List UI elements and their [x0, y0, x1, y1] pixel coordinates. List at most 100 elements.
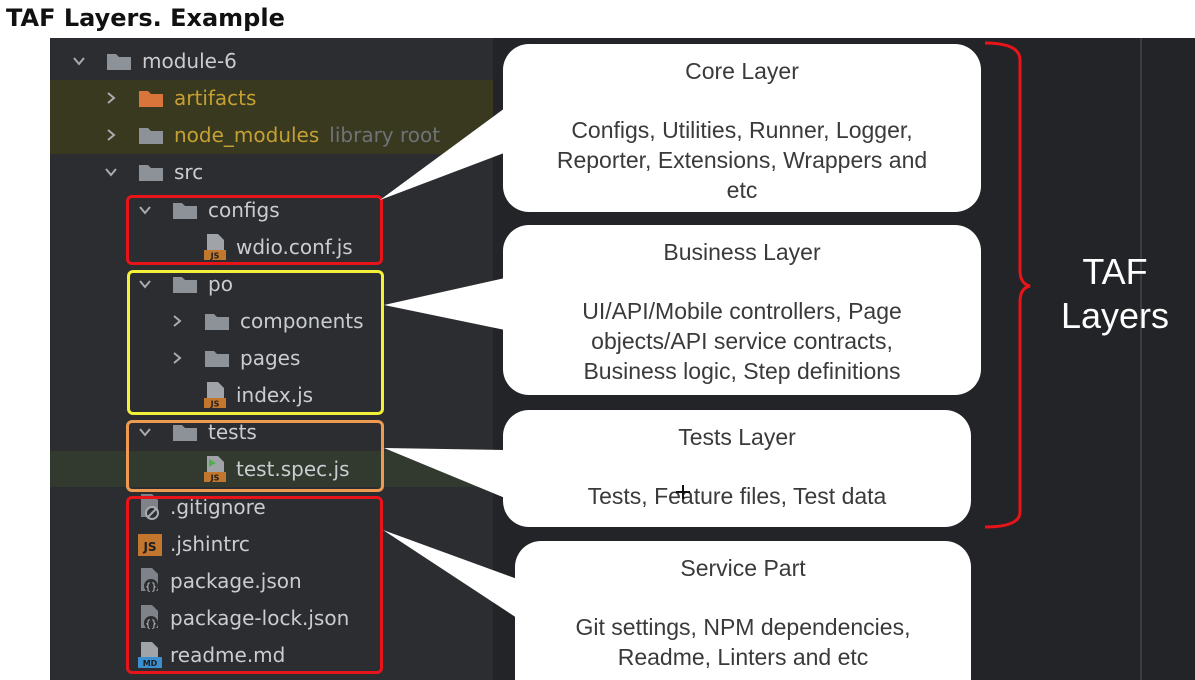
tests-layer-highlight	[126, 420, 384, 492]
folder-icon	[106, 51, 132, 71]
tree-item-node-modules[interactable]: node_modules library root	[104, 117, 440, 153]
tree-item-label: wdio.conf.js	[236, 235, 353, 259]
service-part-line: Git settings, NPM dependencies,	[575, 614, 911, 640]
folder-icon	[172, 200, 198, 220]
tests-layer-description: Tests, Feature files, Test data	[503, 481, 971, 511]
tree-item-label: readme.md	[170, 643, 286, 667]
library-root-hint: library root	[329, 123, 441, 147]
test-file-icon: JS	[204, 455, 228, 483]
svg-text:JS: JS	[142, 540, 156, 554]
taf-label-line: TAF	[1082, 251, 1148, 292]
folder-icon	[138, 125, 164, 145]
tree-item-package-lock[interactable]: {} package-lock.json	[138, 600, 349, 636]
gitignore-file-icon	[138, 493, 162, 521]
tree-item-label: module-6	[142, 49, 237, 73]
tree-item-configs[interactable]: configs	[138, 192, 280, 228]
tree-item-artifacts[interactable]: artifacts	[104, 80, 256, 116]
tree-item-readme[interactable]: MD readme.md	[138, 637, 285, 673]
svg-text:{}: {}	[145, 619, 157, 630]
folder-icon	[204, 348, 230, 368]
tests-layer-title: Tests Layer	[678, 424, 796, 450]
js-file-icon: JS	[204, 233, 228, 261]
js-file-icon: JS	[204, 381, 228, 409]
excluded-rows-background	[50, 80, 493, 154]
tree-item-src[interactable]: src	[104, 154, 203, 190]
business-layer-description: UI/API/Mobile controllers, Page objects/…	[503, 296, 981, 386]
tree-item-label: pages	[240, 346, 301, 370]
tree-item-label: artifacts	[174, 86, 257, 110]
js-config-icon: JS	[138, 530, 162, 558]
slide-title: TAF Layers. Example	[6, 4, 285, 32]
tree-item-index[interactable]: JS index.js	[204, 377, 313, 413]
tree-item-tests[interactable]: tests	[138, 414, 257, 450]
svg-text:JS: JS	[210, 400, 220, 409]
tree-item-pages[interactable]: pages	[170, 340, 300, 376]
tree-item-label: .jshintrc	[170, 532, 250, 556]
svg-text:JS: JS	[210, 252, 220, 261]
core-layer-title: Core Layer	[685, 58, 799, 84]
chevron-right-icon[interactable]	[104, 128, 118, 142]
tree-item-label: po	[208, 272, 233, 296]
tree-item-label: configs	[208, 198, 280, 222]
tree-item-label: components	[240, 309, 364, 333]
core-callout-pointer	[380, 108, 512, 200]
layers-bracket	[984, 41, 1031, 529]
tree-item-po[interactable]: po	[138, 266, 233, 302]
service-part-title: Service Part	[680, 555, 806, 581]
folder-icon	[204, 311, 230, 331]
tree-item-label: src	[174, 160, 204, 184]
core-layer-line: Reporter, Extensions, Wrappers and	[556, 147, 928, 173]
service-part-line: Readme, Linters and etc	[617, 644, 869, 670]
tree-item-label: test.spec.js	[236, 457, 350, 481]
tree-item-label: .gitignore	[170, 495, 266, 519]
chevron-down-icon[interactable]	[72, 54, 86, 68]
tests-layer-callout: Tests Layer Tests, Feature files, Test d…	[503, 410, 971, 527]
svg-text:JS: JS	[210, 474, 220, 483]
chevron-right-icon[interactable]	[104, 91, 118, 105]
json-file-icon: {}	[138, 567, 162, 595]
tree-item-test-spec[interactable]: JS test.spec.js	[204, 451, 350, 487]
core-layer-highlight	[126, 195, 383, 265]
tree-item-package-json[interactable]: {} package.json	[138, 563, 302, 599]
business-layer-callout: Business Layer UI/API/Mobile controllers…	[503, 225, 981, 395]
chevron-down-icon[interactable]	[104, 165, 118, 179]
business-callout-pointer	[384, 278, 505, 330]
tree-item-gitignore[interactable]: .gitignore	[138, 489, 266, 525]
business-layer-line: Business logic, Step definitions	[583, 358, 901, 384]
svg-text:MD: MD	[143, 659, 158, 668]
tree-item-jshintrc[interactable]: JS .jshintrc	[138, 526, 250, 562]
core-layer-line: etc	[726, 177, 758, 203]
taf-label-line: Layers	[1060, 295, 1170, 336]
service-callout-pointer	[383, 530, 520, 620]
business-layer-title: Business Layer	[663, 239, 821, 265]
editor-edge	[1140, 38, 1142, 680]
move-cursor-icon	[676, 485, 690, 499]
service-part-description: Git settings, NPM dependencies, Readme, …	[515, 612, 971, 672]
tree-item-label: package.json	[170, 569, 302, 593]
taf-layers-label: TAF Layers	[1052, 250, 1178, 338]
chevron-right-icon[interactable]	[170, 314, 184, 328]
svg-text:{}: {}	[145, 582, 157, 593]
tree-item-components[interactable]: components	[170, 303, 364, 339]
chevron-down-icon[interactable]	[138, 277, 152, 291]
core-layer-line: Configs, Utilities, Runner, Logger,	[571, 117, 913, 143]
tree-item-wdio-conf[interactable]: JS wdio.conf.js	[204, 229, 353, 265]
tree-item-label: node_modules	[174, 123, 320, 147]
business-layer-highlight	[127, 270, 384, 415]
chevron-right-icon[interactable]	[170, 351, 184, 365]
core-layer-description: Configs, Utilities, Runner, Logger, Repo…	[503, 115, 981, 205]
folder-icon	[138, 162, 164, 182]
json-file-icon: {}	[138, 604, 162, 632]
chevron-down-icon[interactable]	[138, 425, 152, 439]
folder-icon	[172, 422, 198, 442]
business-layer-line: objects/API service contracts,	[591, 328, 893, 354]
tree-item-module[interactable]: module-6	[72, 43, 237, 79]
core-layer-callout: Core Layer Configs, Utilities, Runner, L…	[503, 44, 981, 212]
folder-icon	[172, 274, 198, 294]
service-part-highlight	[126, 496, 383, 674]
tests-callout-pointer	[384, 448, 505, 498]
tree-item-label: package-lock.json	[170, 606, 350, 630]
service-part-callout: Service Part Git settings, NPM dependenc…	[515, 541, 971, 680]
chevron-down-icon[interactable]	[138, 203, 152, 217]
